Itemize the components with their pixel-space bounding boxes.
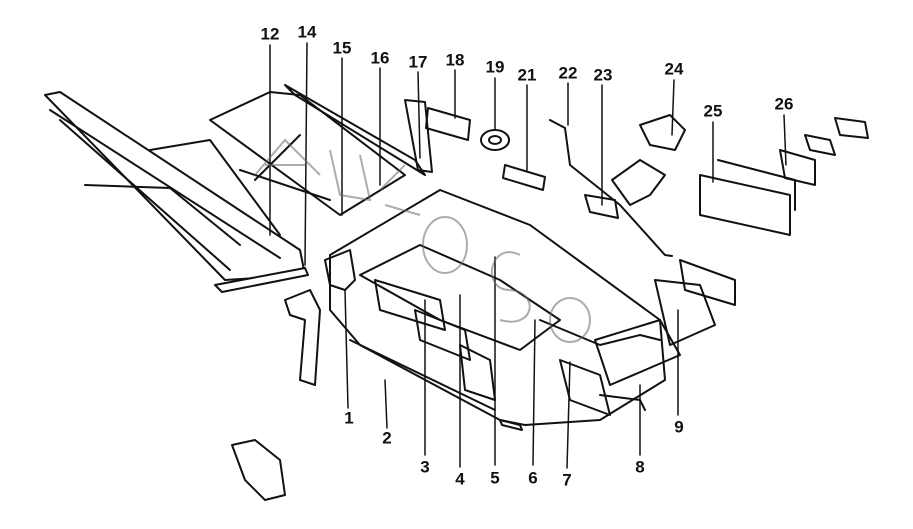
callout-7: 7: [562, 470, 572, 490]
callout-9: 9: [674, 417, 684, 437]
switch-panels: [594, 259, 736, 386]
callout-14: 14: [297, 22, 317, 42]
brackets: [231, 249, 356, 501]
callout-5: 5: [490, 468, 500, 488]
callout-6: 6: [528, 468, 538, 488]
callout-23: 23: [593, 65, 613, 85]
callout-3: 3: [420, 457, 430, 477]
callout-12: 12: [260, 24, 280, 44]
callout-2: 2: [382, 428, 392, 448]
dashboard-body: [329, 189, 666, 431]
callout-16: 16: [370, 48, 390, 68]
callout-24: 24: [664, 59, 684, 79]
callout-1: 1: [344, 408, 354, 428]
watermark: [254, 138, 591, 343]
callout-22: 22: [558, 63, 578, 83]
callout-8: 8: [635, 457, 645, 477]
small-parts: [425, 107, 869, 257]
callout-21: 21: [517, 65, 537, 85]
leader-lines: [269, 42, 787, 469]
callout-4: 4: [455, 469, 465, 489]
callout-19: 19: [485, 57, 505, 77]
windshield: [44, 91, 309, 293]
callout-26: 26: [774, 94, 794, 114]
callout-17: 17: [408, 52, 428, 72]
callout-15: 15: [332, 38, 352, 58]
callout-25: 25: [703, 101, 723, 121]
callout-18: 18: [445, 50, 465, 70]
upper-glass: [209, 84, 426, 216]
